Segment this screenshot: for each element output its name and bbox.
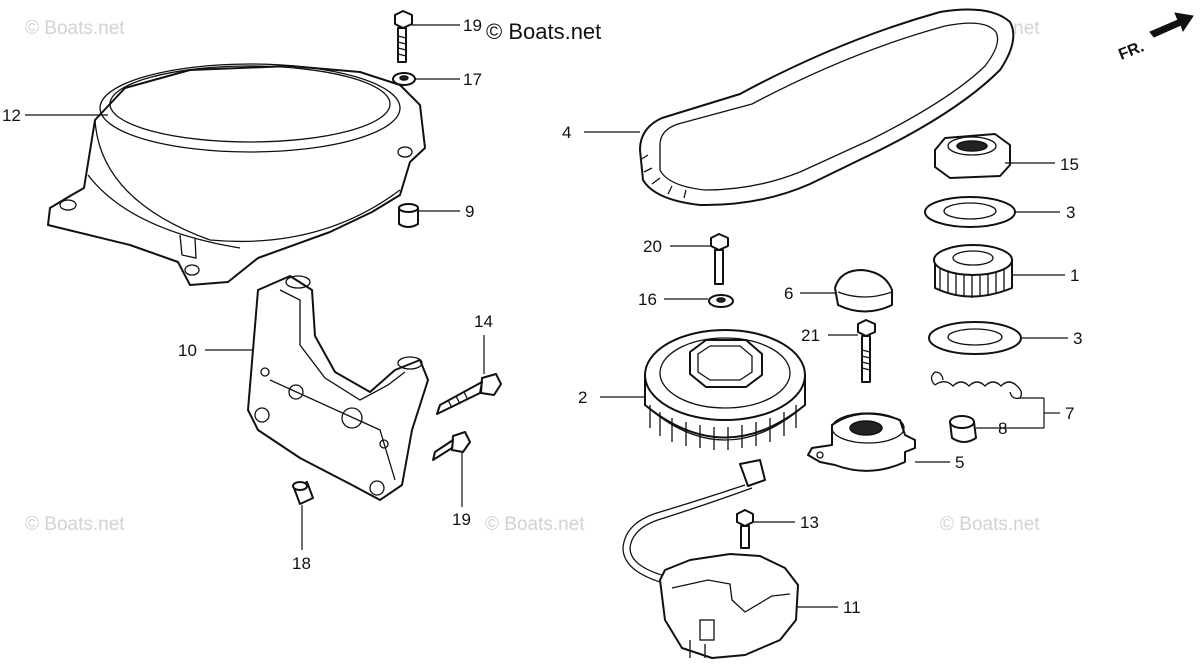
callout-19-lower: 19 xyxy=(452,510,471,529)
callout-3-lower: 3 xyxy=(1073,329,1082,348)
watermark-bottom-center: © Boats.net xyxy=(485,514,585,535)
callout-6: 6 xyxy=(784,284,793,303)
collar-part-18 xyxy=(292,481,314,505)
callout-9: 9 xyxy=(465,202,474,221)
callout-14: 14 xyxy=(474,312,493,331)
callout-11: 11 xyxy=(843,598,861,617)
callout-20: 20 xyxy=(643,237,662,256)
washer-part-16 xyxy=(708,294,734,308)
callout-7: 7 xyxy=(1065,404,1074,423)
sensor-housing-part-5 xyxy=(807,412,916,472)
callout-8: 8 xyxy=(998,419,1007,438)
bolt-part-19-lower xyxy=(432,431,471,461)
callout-1: 1 xyxy=(1070,266,1079,285)
watermark-top-left: © Boats.net xyxy=(25,18,125,39)
callout-15: 15 xyxy=(1060,155,1079,174)
front-direction-indicator: FR. xyxy=(1116,12,1194,64)
callout-10: 10 xyxy=(178,341,197,360)
callout-3-upper: 3 xyxy=(1066,203,1075,222)
cap-part-6 xyxy=(834,269,893,313)
callout-21: 21 xyxy=(801,326,820,345)
spring-part-7 xyxy=(930,371,1023,400)
washer-part-3-lower xyxy=(928,321,1022,355)
watermark-bottom-left: © Boats.net xyxy=(25,514,125,535)
pulser-coil-part-11 xyxy=(622,459,799,659)
pulley-part-1 xyxy=(933,244,1013,298)
callout-13: 13 xyxy=(800,513,819,532)
callout-labels: 19 17 12 9 10 14 19 18 4 15 3 1 3 7 8 5 … xyxy=(2,16,1082,617)
callout-2: 2 xyxy=(578,388,587,407)
cover-part-12 xyxy=(47,63,426,286)
callout-17: 17 xyxy=(463,70,482,89)
fr-label: FR. xyxy=(1116,38,1146,63)
callout-12: 12 xyxy=(2,106,21,125)
callout-19-top: 19 xyxy=(463,16,482,35)
bracket-part-10 xyxy=(247,275,429,501)
callout-4: 4 xyxy=(562,123,571,142)
callout-16: 16 xyxy=(638,290,657,309)
collar-part-8 xyxy=(949,415,977,443)
copyright-text: © Boats.net xyxy=(486,19,601,44)
bolt-part-21 xyxy=(857,319,876,383)
washer-part-3-upper xyxy=(924,196,1016,228)
washer-part-17 xyxy=(392,72,416,86)
nut-part-15 xyxy=(934,133,1011,179)
collar-part-9 xyxy=(398,203,419,228)
timing-belt-part-4 xyxy=(639,8,1015,207)
callout-18: 18 xyxy=(292,554,311,573)
watermark-bottom-right: © Boats.net xyxy=(940,514,1040,535)
bolt-part-13 xyxy=(736,509,754,549)
bolt-part-20 xyxy=(710,233,729,285)
bolt-part-14 xyxy=(436,373,502,415)
leader-lines xyxy=(25,24,1068,608)
front-arrow-icon xyxy=(1149,12,1194,38)
callout-5: 5 xyxy=(955,453,964,472)
rotor-part-2 xyxy=(644,329,806,450)
bolt-part-19-top xyxy=(394,10,413,63)
